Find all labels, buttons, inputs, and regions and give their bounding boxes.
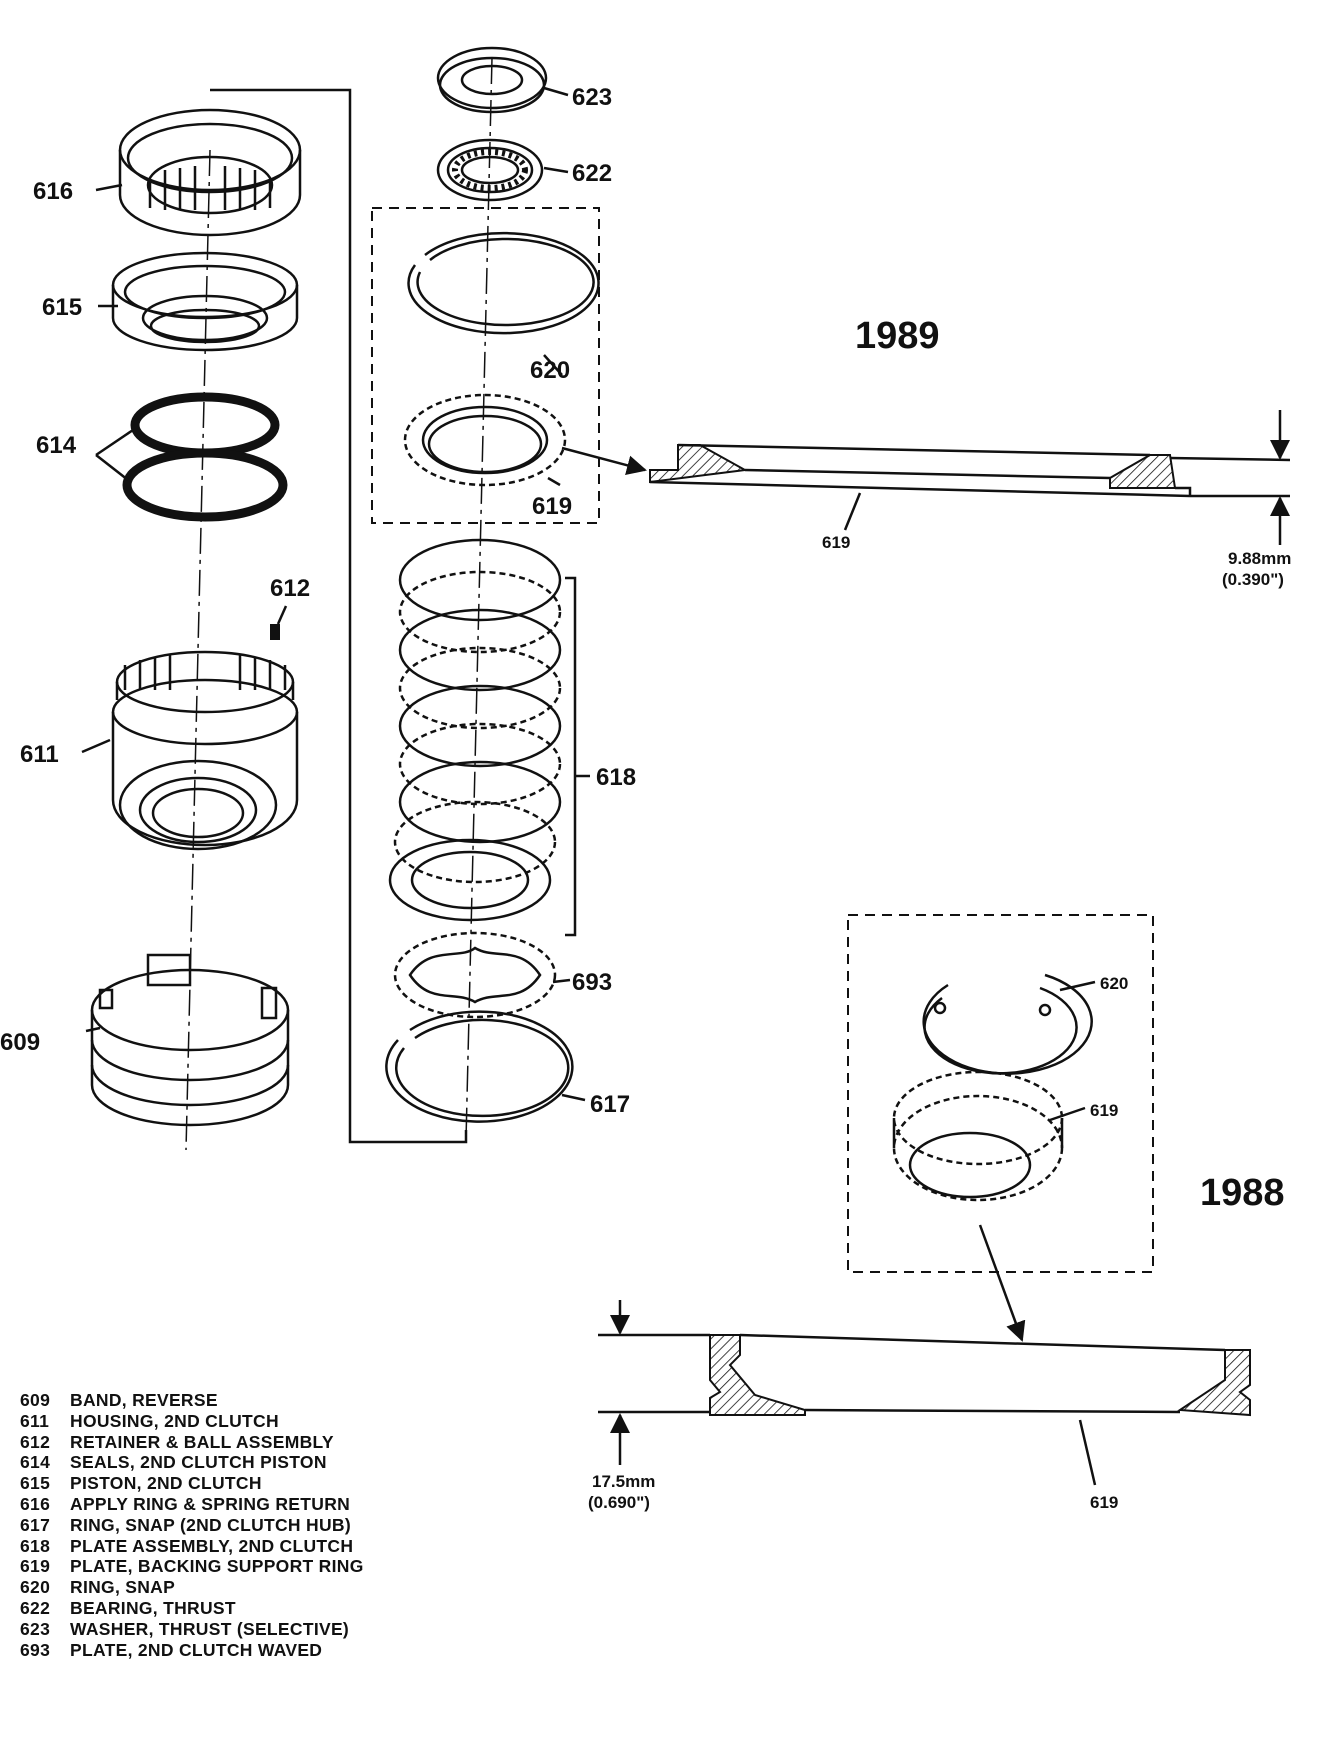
part-620-snap-ring-1988 [922,973,1093,1075]
legend-part-description: PISTON, 2ND CLUTCH [70,1473,262,1494]
part-622-thrust-bearing [436,138,544,202]
legend-part-number: 615 [20,1473,51,1494]
left-centerline [185,149,211,1151]
callout-622: 622 [572,160,612,187]
callout-614: 614 [36,432,77,459]
legend-part-number: 612 [20,1431,51,1452]
callout-617: 617 [590,1091,630,1118]
legend-part-number: 693 [20,1639,51,1660]
part-612-retainer-ball [270,624,280,640]
callout-618: 618 [596,764,636,791]
part-614-seals [122,392,288,522]
part-693-waved-plate [393,931,557,1019]
callout-620-1988: 620 [1100,974,1128,993]
legend-part-description: PLATE, 2ND CLUTCH WAVED [70,1639,323,1660]
part-616-apply-ring [118,108,302,237]
dimension-1988-mm: 17.5mm [592,1472,655,1491]
year-1989-label: 1989 [855,315,940,357]
section-619-1988 [598,1300,1251,1486]
legend-part-description: BAND, REVERSE [70,1390,218,1410]
legend-part-number: 616 [20,1493,51,1514]
legend-item: 612 RETAINER & BALL ASSEMBLY [20,1432,440,1453]
legend-item: 615 PISTON, 2ND CLUTCH [20,1473,440,1494]
legend-part-description: BEARING, THRUST [70,1597,236,1618]
legend-part-number: 609 [20,1390,51,1410]
legend-item: 622 BEARING, THRUST [20,1598,440,1619]
legend-item: 617 RING, SNAP (2ND CLUTCH HUB) [20,1515,440,1536]
callout-611: 611 [20,741,59,768]
legend-item: 616 APPLY RING & SPRING RETURN [20,1494,440,1515]
legend-part-description: PLATE, BACKING SUPPORT RING [70,1556,364,1577]
legend-part-description: PLATE ASSEMBLY, 2ND CLUTCH [70,1535,354,1556]
callout-619-1989: 619 [532,493,572,520]
legend-part-description: APPLY RING & SPRING RETURN [70,1493,351,1514]
legend-part-number: 611 [20,1410,50,1431]
section-label-619-1989: 619 [822,533,850,552]
part-615-piston [111,251,299,352]
part-619-backing-plate-1989 [403,393,567,487]
legend-part-description: WASHER, THRUST (SELECTIVE) [70,1618,350,1639]
dimension-1988-in: (0.690") [588,1493,650,1512]
legend-part-number: 614 [20,1452,51,1473]
leader-lines [81,86,1096,1342]
legend-part-description: RING, SNAP [70,1577,176,1598]
legend-item: 611 HOUSING, 2ND CLUTCH [20,1411,440,1432]
callout-612: 612 [270,575,310,602]
legend-item: 623 WASHER, THRUST (SELECTIVE) [20,1619,440,1640]
legend-item: 618 PLATE ASSEMBLY, 2ND CLUTCH [20,1536,440,1557]
legend-item: 620 RING, SNAP [20,1577,440,1598]
box-1988 [847,914,1154,1273]
part-618-plate-stack [388,538,577,937]
dimension-1989-mm: 9.88mm [1228,549,1291,568]
year-1988-label: 1988 [1200,1172,1285,1214]
part-611-housing [111,650,299,851]
box-1989 [371,207,600,524]
callout-620-1989: 620 [530,357,570,384]
callout-609: 609 [0,1029,40,1056]
legend-part-number: 620 [20,1577,51,1598]
section-label-619-1988: 619 [1090,1493,1118,1512]
legend-part-description: HOUSING, 2ND CLUTCH [70,1410,279,1431]
dimension-1989-in: (0.390") [1222,570,1284,589]
part-623-thrust-washer [436,46,548,114]
legend-part-number: 623 [20,1618,51,1639]
callout-615: 615 [42,294,82,321]
legend-part-description: RETAINER & BALL ASSEMBLY [70,1431,334,1452]
callout-623: 623 [572,84,612,111]
callout-616: 616 [33,178,73,205]
section-619-1989 [649,410,1291,545]
legend-part-number: 618 [20,1535,51,1556]
assembly-bracket [210,88,468,1144]
part-617-snap-ring [385,1010,574,1123]
legend-part-number: 617 [20,1514,51,1535]
legend-part-description: SEALS, 2ND CLUTCH PISTON [70,1452,327,1473]
legend-item: 619 PLATE, BACKING SUPPORT RING [20,1556,440,1577]
callout-693: 693 [572,969,612,996]
middle-centerline [465,57,493,1141]
callout-619-1988: 619 [1090,1101,1118,1120]
legend-part-description: RING, SNAP (2ND CLUTCH HUB) [70,1514,351,1535]
legend-item: 693 PLATE, 2ND CLUTCH WAVED [20,1640,440,1661]
legend-item: 614 SEALS, 2ND CLUTCH PISTON [20,1452,440,1473]
legend-item: 609 BAND, REVERSE [20,1390,440,1411]
part-620-snap-ring-1989 [407,231,600,335]
part-609-band-reverse [90,953,290,1127]
legend-part-number: 622 [20,1597,51,1618]
part-619-backing-plate-1988 [892,1070,1064,1202]
legend-part-number: 619 [20,1556,51,1577]
